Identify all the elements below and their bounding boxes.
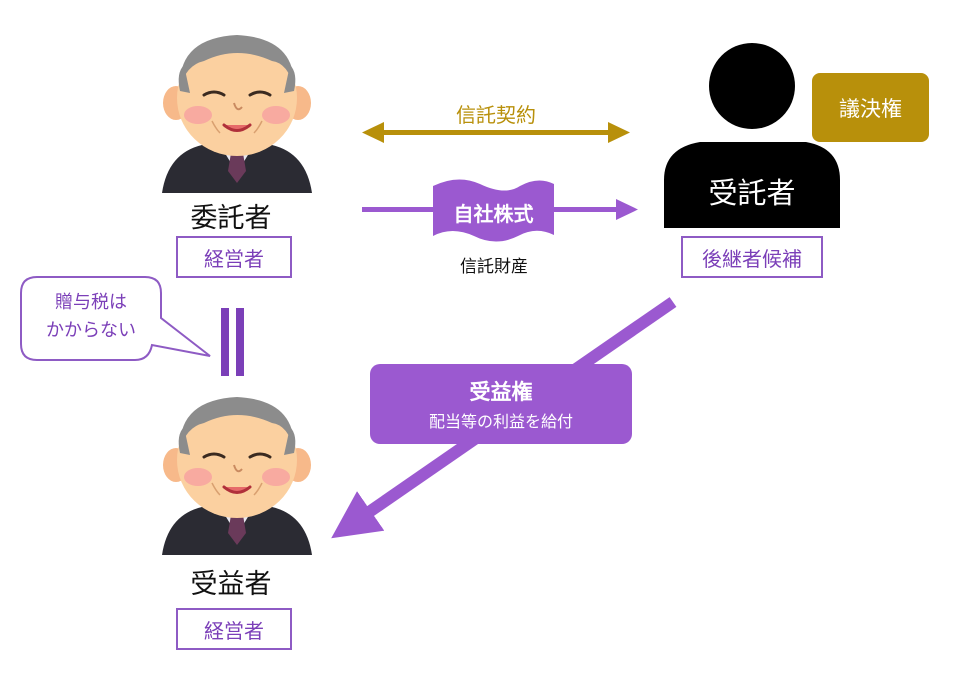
trust-contract-label: 信託契約 [456, 103, 536, 127]
benefit-right-title: 受益権 [469, 380, 533, 404]
trustee-silhouette [664, 43, 840, 228]
equals-sign [221, 308, 244, 376]
voting-right-box: 議決権 [812, 73, 929, 142]
beneficiary-label: 受益者 [190, 569, 272, 600]
benefit-right-description: 配当等の利益を給付 [428, 412, 573, 431]
benefit-right-box: 受益権 配当等の利益を給付 [370, 364, 632, 444]
settlor-illustration [160, 33, 314, 195]
trust-property-caption: 信託財産 [460, 257, 528, 277]
beneficiary-tag: 経営者 [176, 608, 292, 650]
trustee-tag: 後継者候補 [681, 236, 823, 278]
shares-label: 自社株式 [453, 202, 534, 226]
trust-contract-arrow [362, 122, 630, 143]
speech-bubble [20, 276, 211, 361]
gift-tax-line1: 贈与税は [55, 292, 127, 313]
settlor-label: 委託者 [190, 203, 272, 234]
gift-tax-line2: かからない [46, 320, 136, 341]
shares-banner [433, 179, 554, 242]
gift-tax-text: 贈与税は かからない [21, 289, 161, 345]
settlor-tag: 経営者 [176, 236, 292, 278]
beneficiary-illustration [160, 395, 314, 557]
trustee-label: 受託者 [708, 176, 796, 210]
